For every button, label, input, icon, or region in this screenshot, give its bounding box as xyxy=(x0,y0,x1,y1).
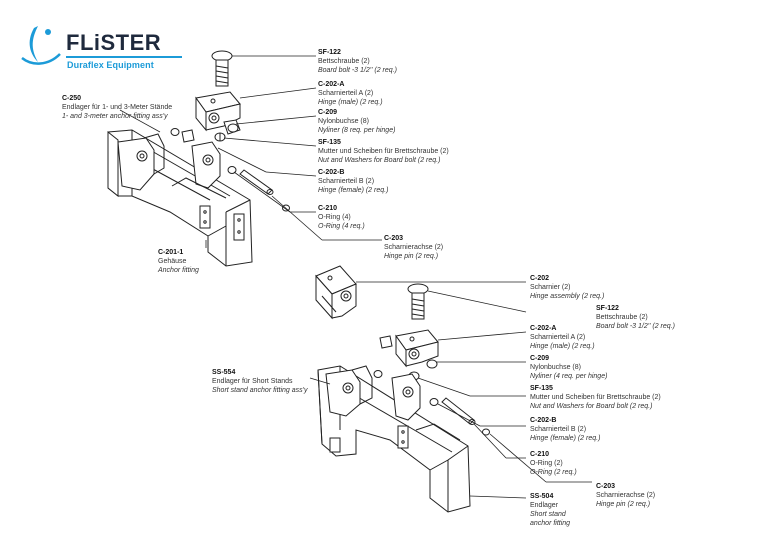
board-bolt-top xyxy=(211,50,233,87)
nut-washers-top xyxy=(214,119,241,142)
board-bolt-bottom xyxy=(407,283,429,320)
hinge-assembly-bottom xyxy=(315,265,357,320)
leader-lines-top xyxy=(119,55,382,248)
nut-washers-bottom xyxy=(373,335,439,406)
hinge-male-bottom xyxy=(395,329,439,368)
flister-logo: FLiSTER Duraflex Equipment xyxy=(18,24,182,70)
short-stand-anchor-fitting xyxy=(317,365,471,513)
leader-lines-bottom xyxy=(309,281,592,499)
diver-swoosh-icon xyxy=(21,26,61,65)
anchor-fitting-housing-top xyxy=(107,129,253,267)
nylon-bushes-top xyxy=(170,128,237,174)
brand-tagline: Duraflex Equipment xyxy=(67,60,154,70)
brand-name: FLiSTER xyxy=(66,30,162,55)
logo-rule xyxy=(66,56,182,58)
hinge-pin-bottom xyxy=(441,397,490,436)
